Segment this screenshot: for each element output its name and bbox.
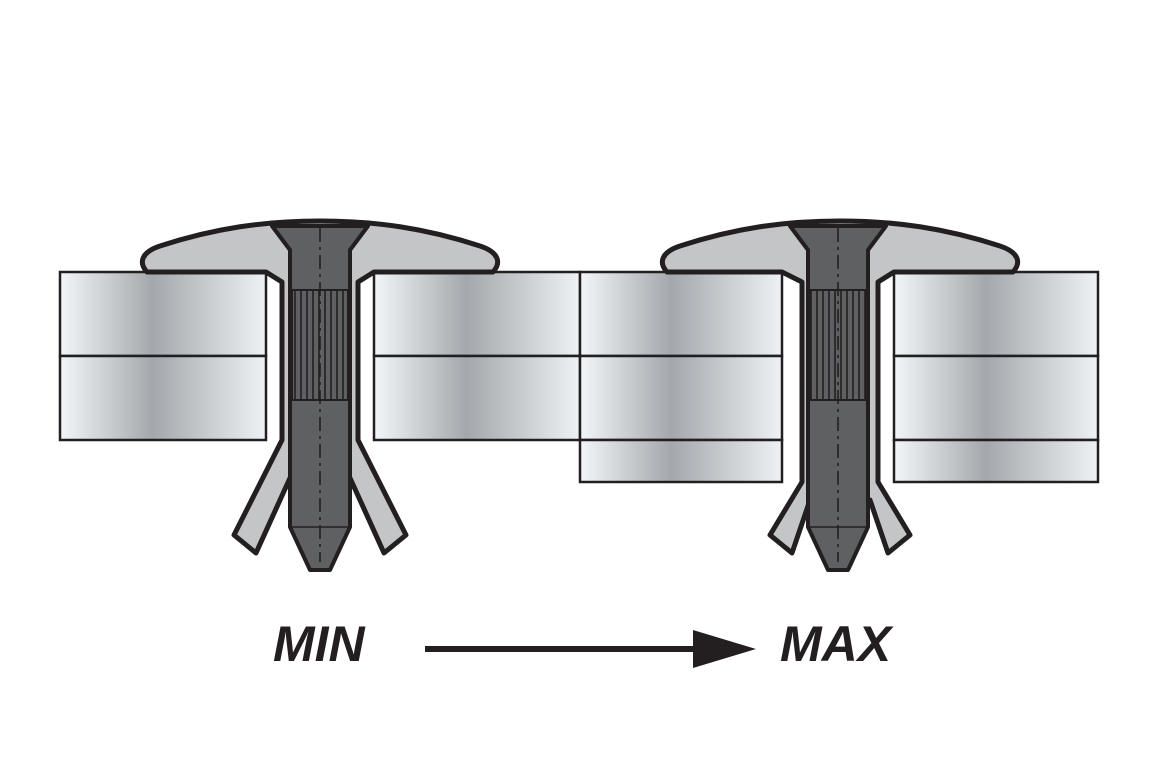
max-plates: [578, 270, 1100, 484]
max-plate-right-middle: [892, 354, 1100, 442]
min-plate-right-top: [372, 270, 582, 358]
max-plate-right-bottom: [892, 438, 1100, 484]
min-plate-left-top: [58, 270, 268, 358]
max-label: MAX: [780, 616, 894, 672]
max-assembly: [578, 218, 1100, 572]
min-label: MIN: [273, 616, 366, 672]
min-plate-left-bottom: [58, 354, 268, 442]
max-plate-left-top: [578, 270, 784, 358]
max-plate-left-bottom: [578, 438, 784, 484]
max-plate-left-middle: [578, 354, 784, 442]
range-arrow-head: [693, 630, 756, 668]
min-plate-right-bottom: [372, 354, 582, 442]
min-assembly: [58, 218, 582, 572]
max-plate-right-top: [892, 270, 1100, 358]
range-arrow: [425, 630, 756, 668]
